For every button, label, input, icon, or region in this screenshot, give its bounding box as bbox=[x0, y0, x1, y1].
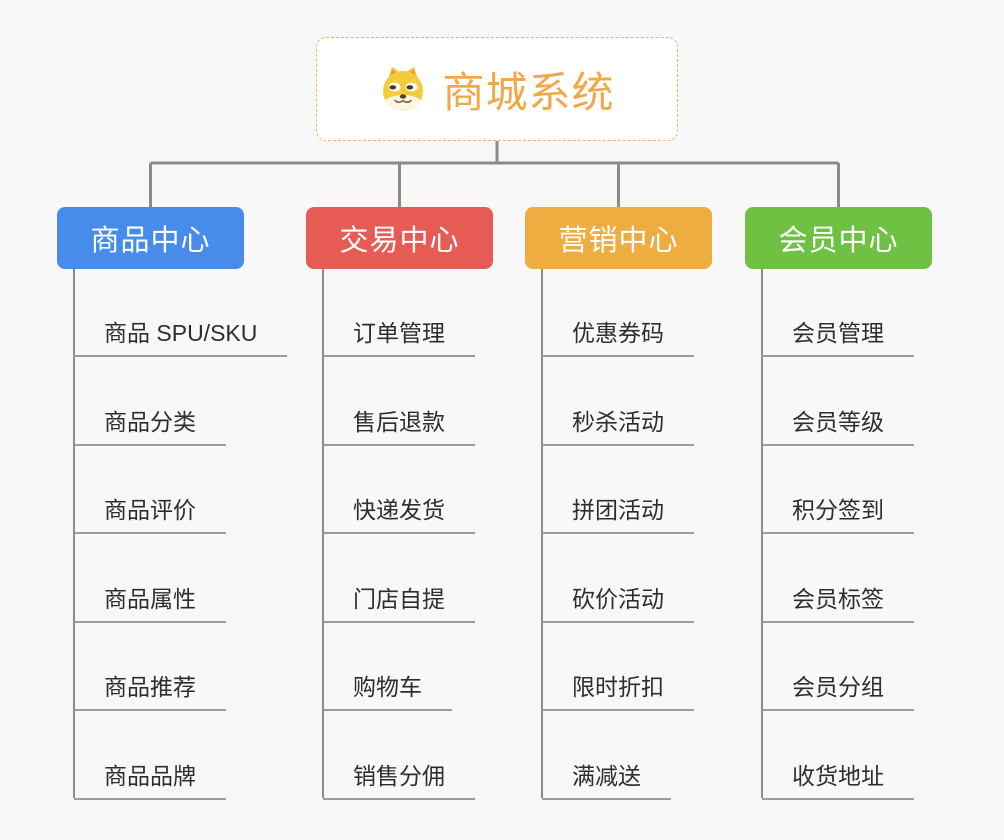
child-topic-node[interactable]: 商品评价 bbox=[74, 492, 226, 534]
branch-node-label: 营销中心 bbox=[558, 225, 679, 257]
child-topic-node[interactable]: 积分签到 bbox=[762, 492, 914, 534]
child-topic-node[interactable]: 销售分佣 bbox=[323, 758, 475, 800]
connector-path bbox=[149, 141, 840, 208]
child-topic-node[interactable]: 会员等级 bbox=[762, 404, 914, 446]
branch-node-label: 商品中心 bbox=[90, 225, 211, 257]
branch-node-trade-center[interactable]: 交易中心 bbox=[306, 207, 493, 269]
child-topic-node[interactable]: 会员分组 bbox=[762, 669, 914, 711]
branch-node-goods-center[interactable]: 商品中心 bbox=[57, 207, 244, 269]
child-topic-node[interactable]: 购物车 bbox=[323, 669, 452, 711]
branch-node-member-center[interactable]: 会员中心 bbox=[745, 207, 932, 269]
child-topic-node[interactable]: 售后退款 bbox=[323, 404, 475, 446]
child-topic-node[interactable]: 砍价活动 bbox=[542, 581, 694, 623]
dog-face-icon bbox=[383, 67, 424, 111]
child-topic-node[interactable]: 会员标签 bbox=[762, 581, 914, 623]
child-topic-node[interactable]: 收货地址 bbox=[762, 758, 914, 800]
child-topic-node[interactable]: 快递发货 bbox=[323, 492, 475, 534]
child-topic-node[interactable]: 秒杀活动 bbox=[542, 404, 694, 446]
branch-node-label: 交易中心 bbox=[339, 225, 460, 257]
child-topic-node[interactable]: 优惠券码 bbox=[542, 315, 694, 357]
child-topic-node[interactable]: 限时折扣 bbox=[542, 669, 694, 711]
child-topic-node[interactable]: 订单管理 bbox=[323, 315, 475, 357]
child-topic-node[interactable]: 商品分类 bbox=[74, 404, 226, 446]
child-topic-node[interactable]: 商品 SPU/SKU bbox=[74, 315, 288, 357]
child-topic-node[interactable]: 门店自提 bbox=[323, 581, 475, 623]
child-topic-node[interactable]: 商品品牌 bbox=[74, 758, 226, 800]
child-topic-node[interactable]: 商品属性 bbox=[74, 581, 226, 623]
root-topic-label: 商城系统 bbox=[442, 68, 615, 116]
root-topic-node[interactable]: 商城系统 bbox=[316, 37, 678, 141]
child-topic-node[interactable]: 满减送 bbox=[542, 758, 671, 800]
child-topic-node[interactable]: 会员管理 bbox=[762, 315, 914, 357]
child-topic-node[interactable]: 商品推荐 bbox=[74, 669, 226, 711]
branch-node-label: 会员中心 bbox=[778, 225, 899, 257]
child-topic-node[interactable]: 拼团活动 bbox=[542, 492, 694, 534]
branch-node-marketing-center[interactable]: 营销中心 bbox=[525, 207, 712, 269]
